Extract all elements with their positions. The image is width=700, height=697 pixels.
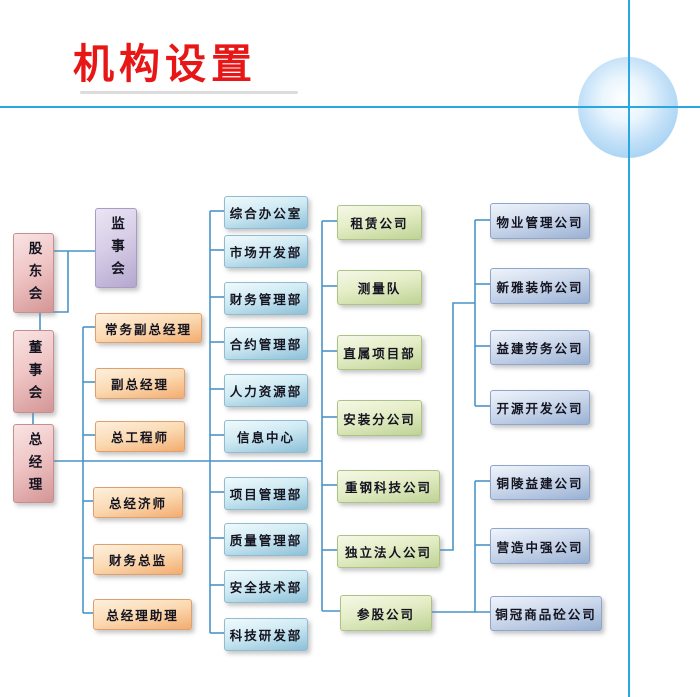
node-quality-mgmt-dept: 质量管理部 (224, 523, 308, 556)
node-executive-deputy-gm: 常务副总经理 (95, 313, 202, 343)
node-gm-assistant: 总经理助理 (93, 599, 192, 630)
node-chonggang-tech-company: 重钢科技公司 (337, 470, 440, 503)
node-board-of-directors: 董事会 (13, 330, 54, 413)
node-survey-team: 测量队 (337, 270, 422, 305)
page-title: 机构设置 (73, 41, 257, 87)
node-hr-dept: 人力资源部 (224, 374, 308, 407)
node-general-manager: 总经理 (13, 424, 54, 503)
node-yingzao-zhongqiang-company: 营造中强公司 (490, 528, 590, 564)
node-tech-rd-dept: 科技研发部 (224, 618, 308, 651)
node-info-center: 信息中心 (224, 420, 308, 453)
node-direct-project-dept: 直属项目部 (337, 335, 422, 370)
node-tongling-yijian-company: 铜陵益建公司 (490, 465, 590, 500)
node-finance-mgmt-dept: 财务管理部 (224, 282, 308, 315)
node-chief-economist: 总经济师 (93, 487, 183, 518)
node-shareholders-meeting: 股东会 (13, 233, 54, 313)
node-project-mgmt-dept: 项目管理部 (224, 477, 308, 510)
node-tongguan-concrete-company: 铜冠商品砼公司 (490, 596, 602, 631)
node-finance-director: 财务总监 (93, 544, 183, 575)
node-safety-tech-dept: 安全技术部 (224, 570, 308, 603)
node-leasing-company: 租赁公司 (337, 205, 422, 240)
node-property-mgmt-company: 物业管理公司 (490, 203, 590, 239)
decor-vertical-line (628, 0, 630, 697)
node-supervisory-board: 监事会 (95, 208, 137, 288)
node-shareholding-companies: 参股公司 (340, 595, 432, 631)
node-installation-branch: 安装分公司 (337, 400, 422, 436)
node-general-office: 综合办公室 (224, 196, 308, 229)
node-deputy-gm: 副总经理 (95, 368, 185, 399)
title-underline-shadow (80, 91, 298, 94)
decor-horizontal-line (0, 106, 700, 108)
node-independent-legal-companies: 独立法人公司 (337, 535, 440, 568)
node-contract-mgmt-dept: 合约管理部 (224, 327, 308, 360)
node-chief-engineer: 总工程师 (95, 421, 185, 452)
node-yijian-labor-company: 益建劳务公司 (490, 330, 590, 365)
node-xinya-decoration-company: 新雅装饰公司 (490, 268, 590, 304)
node-market-dev-dept: 市场开发部 (224, 235, 308, 268)
node-kaiyuan-dev-company: 开源开发公司 (490, 390, 590, 425)
